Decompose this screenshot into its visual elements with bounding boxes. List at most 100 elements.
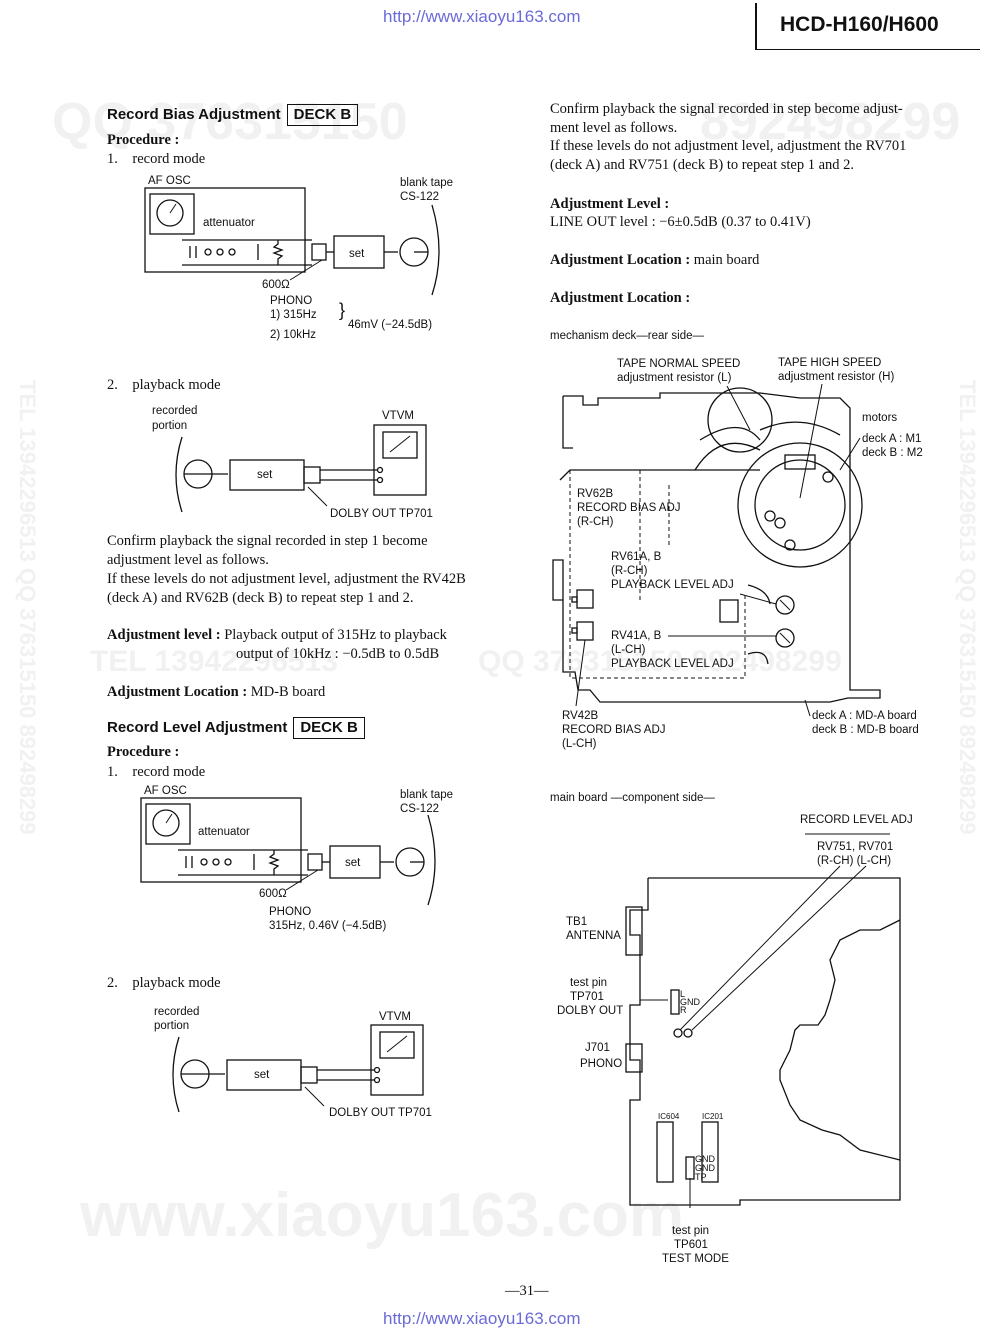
- footer-url[interactable]: http://www.xiaoyu163.com: [383, 1309, 581, 1328]
- mech-rv41-2: (L-CH): [611, 644, 646, 656]
- right-confirm-4: (deck A) and RV751 (deck B) to repeat st…: [550, 157, 855, 173]
- bias-d1-af-osc: AF OSC: [148, 175, 191, 187]
- mech-rv61-3: PLAYBACK LEVEL ADJ: [611, 579, 734, 591]
- bias-adj-level-1: Playback output of 315Hz to playback: [224, 627, 447, 643]
- mech-tape-high-2: adjustment resistor (H): [778, 371, 895, 383]
- bias-confirm-3: If these levels do not adjustment level,…: [107, 571, 466, 587]
- mech-rv62b-3: (R-CH): [577, 516, 614, 528]
- main-caption: main board —component side—: [550, 792, 715, 804]
- watermark-top-left: QQ 376315150: [52, 93, 408, 151]
- level-d2-vtvm: VTVM: [379, 1011, 411, 1023]
- main-tb1: TB1: [566, 916, 588, 928]
- model-title: HCD-H160/H600: [780, 13, 939, 36]
- bias-d2-vtvm: VTVM: [382, 410, 414, 422]
- bias-d1-level: 46mV (−24.5dB): [348, 319, 433, 331]
- bias-d2-set: set: [257, 469, 273, 481]
- bias-d1-set: set: [349, 248, 365, 260]
- bias-d1-attenuator: attenuator: [203, 217, 255, 229]
- bias-step1: 1. record mode: [107, 151, 206, 167]
- level-d1-af-osc: AF OSC: [144, 785, 187, 797]
- main-rv-ch: (R-CH) (L-CH): [817, 855, 892, 867]
- svg-text:}: }: [339, 300, 345, 320]
- mech-rv42b-3: (L-CH): [562, 738, 597, 750]
- level-title: Record Level Adjustment: [107, 719, 288, 736]
- main-tp: TP: [695, 1172, 707, 1182]
- level-d1-cs122: CS-122: [400, 803, 439, 815]
- right-adj-level-value: LINE OUT level : −6±0.5dB (0.37 to 0.41V…: [550, 214, 811, 230]
- main-gnd1: GND: [695, 1154, 715, 1164]
- bias-procedure: Procedure :: [107, 132, 180, 148]
- main-ic201: IC201: [702, 1112, 724, 1121]
- right-adj-location: Adjustment Location : main board: [550, 251, 759, 270]
- mech-rv62b: RV62B: [577, 488, 614, 500]
- main-test-pin2: test pin: [672, 1225, 710, 1237]
- main-pin-gnd: GND: [680, 997, 700, 1007]
- level-d2-portion: portion: [154, 1020, 190, 1032]
- bias-confirm-4: (deck A) and RV62B (deck B) to repeat st…: [107, 590, 414, 606]
- level-d2-dolby: DOLBY OUT TP701: [329, 1107, 432, 1119]
- right-adj-level-label: Adjustment Level :: [550, 196, 670, 212]
- right-adj-location-label: Adjustment Location :: [550, 252, 691, 268]
- right-adj-location-value: main board: [693, 252, 760, 268]
- watermark-middle-qq: QQ 376315150 892498299: [478, 645, 842, 678]
- main-j701: J701: [585, 1042, 610, 1054]
- mech-rv42b: RV42B: [562, 710, 599, 722]
- level-deck-badge: DECK B: [293, 717, 365, 739]
- level-step2: 2. playback mode: [107, 975, 221, 991]
- main-ic604: IC604: [658, 1112, 680, 1121]
- bias-deck-badge: DECK B: [286, 104, 359, 126]
- bias-d2-recorded: recorded: [152, 405, 198, 417]
- main-pin-l: L: [680, 989, 686, 999]
- mech-rv41: RV41A, B: [611, 630, 662, 642]
- bias-d2-portion: portion: [152, 420, 188, 432]
- watermark-bottom: www.xiaoyu163.com: [80, 1181, 685, 1250]
- mech-rv61: RV61A, B: [611, 551, 662, 563]
- bias-d2-dolby: DOLBY OUT TP701: [330, 508, 433, 520]
- mech-rv62b-2: RECORD BIAS ADJ: [577, 502, 681, 514]
- main-test-pin: test pin: [570, 977, 608, 989]
- level-d2-set: set: [254, 1069, 270, 1081]
- mech-m2: deck B : M2: [862, 447, 923, 459]
- level-d1-level: 315Hz, 0.46V (−4.5dB): [269, 920, 387, 932]
- bias-d1-f1: 1) 315Hz: [270, 309, 317, 321]
- mech-motors: motors: [862, 412, 898, 424]
- level-d1-blank-tape: blank tape: [400, 789, 454, 801]
- level-procedure: Procedure :: [107, 744, 180, 760]
- main-test-mode: TEST MODE: [662, 1253, 729, 1265]
- main-antenna: ANTENNA: [566, 930, 621, 942]
- page-number: —31—: [505, 1283, 549, 1299]
- bias-adj-location-value: MD-B board: [250, 684, 326, 700]
- mech-board-b: deck B : MD-B board: [812, 724, 919, 736]
- main-tp701: TP701: [570, 991, 604, 1003]
- mech-tape-normal-2: adjustment resistor (L): [617, 372, 732, 384]
- mech-tape-normal: TAPE NORMAL SPEED: [617, 358, 741, 370]
- level-heading: Record Level Adjustment DECK B: [107, 717, 365, 739]
- bias-d1-f2: 2) 10kHz: [270, 329, 317, 341]
- main-dolby-out: DOLBY OUT: [557, 1005, 624, 1017]
- right-confirm-2: ment level as follows.: [550, 120, 678, 136]
- mech-rv61-2: (R-CH): [611, 565, 648, 577]
- right-confirm-3: If these levels do not adjustment level,…: [550, 138, 907, 154]
- level-d1-set: set: [345, 857, 361, 869]
- bias-confirm-1: Confirm playback the signal recorded in …: [107, 533, 428, 549]
- bias-d1-phono: PHONO: [270, 295, 313, 307]
- level-d1-ohm: 600Ω: [259, 888, 287, 900]
- bias-adj-location-label: Adjustment Location :: [107, 684, 248, 700]
- bias-d1-ohm: 600Ω: [262, 279, 290, 291]
- mech-m1: deck A : M1: [862, 433, 922, 445]
- bias-adj-level-label: Adjustment level :: [107, 627, 221, 643]
- mech-board-a: deck A : MD-A board: [812, 710, 917, 722]
- main-pin-r: R: [680, 1005, 687, 1015]
- main-rec-level: RECORD LEVEL ADJ: [800, 814, 913, 826]
- bias-step2: 2. playback mode: [107, 377, 221, 393]
- header-url[interactable]: http://www.xiaoyu163.com: [383, 7, 581, 26]
- watermark-top-right: 892498299: [700, 93, 961, 151]
- mech-caption: mechanism deck—rear side—: [550, 330, 705, 342]
- level-d1-attenuator: attenuator: [198, 826, 250, 838]
